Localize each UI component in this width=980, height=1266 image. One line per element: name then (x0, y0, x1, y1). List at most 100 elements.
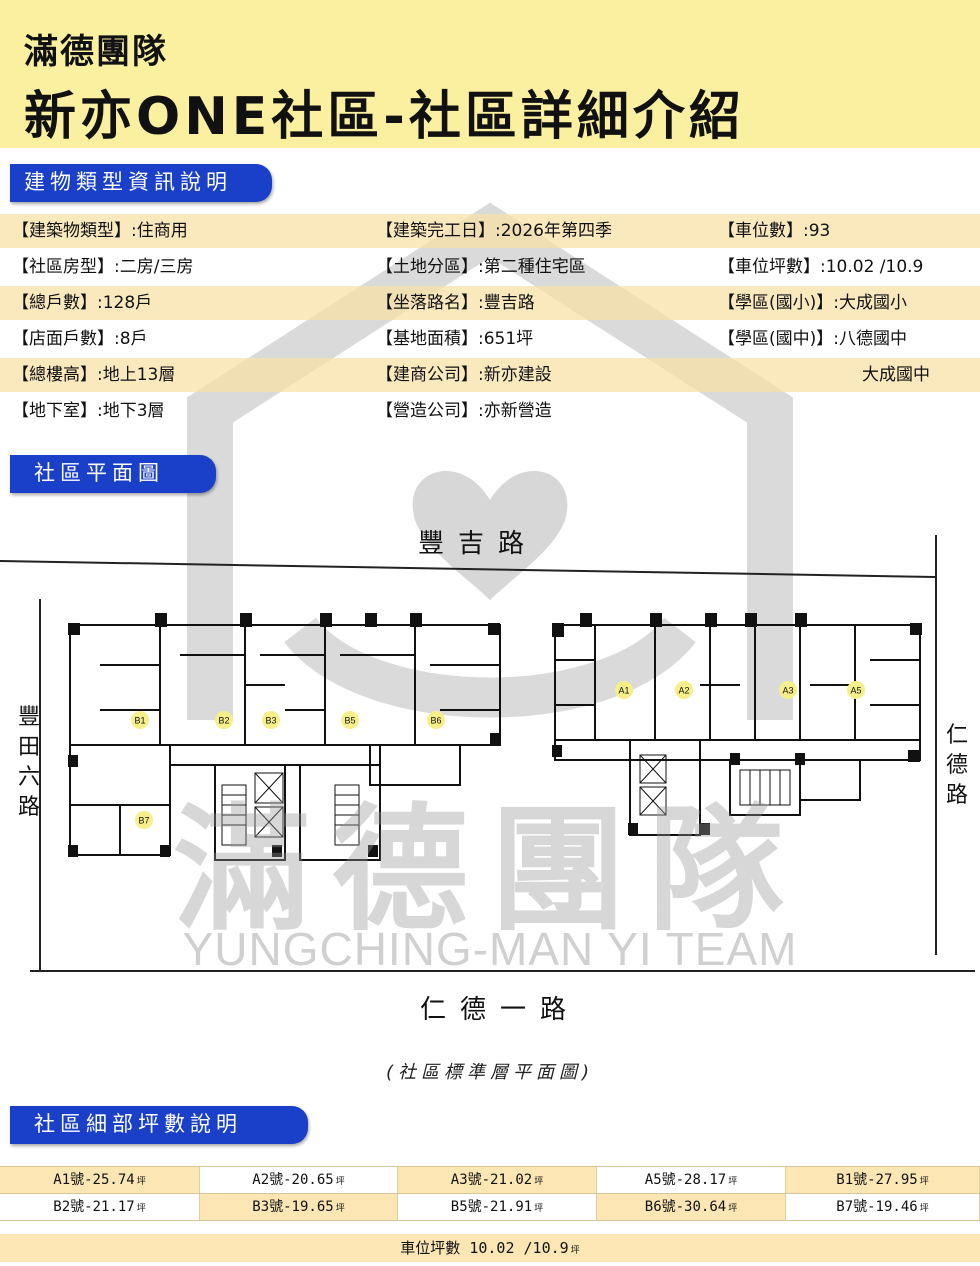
unit-size-unit: 坪 (534, 1177, 544, 1187)
unit-marker (847, 681, 865, 699)
table-border-bottom (0, 1220, 980, 1221)
watermark-english-text: YUNGCHING-MAN YI TEAM (182, 923, 798, 975)
unit-label: A2 (678, 686, 689, 696)
unit-size-text: B3號-19.65 (252, 1199, 334, 1215)
unit-marker (135, 811, 153, 829)
road-label-top: 豐吉路 (418, 529, 539, 559)
road-label-bottom: 仁德一路 (420, 995, 581, 1025)
info-cell-c3: 【學區(國中)】:八德國中 (718, 329, 907, 349)
section-building-info-badge: 建物類型資訊說明 (10, 164, 272, 202)
floor-plan-caption: (社區標準層平面圖) (385, 1062, 595, 1083)
info-cell-c1: 【建築物類型】:住商用 (12, 221, 188, 241)
road-label-right: 仁德路 (944, 721, 970, 811)
info-cell-c3: 【車位坪數】:10.02 /10.9 (718, 257, 924, 277)
unit-size-unit: 坪 (335, 1204, 345, 1214)
columns-right (552, 613, 922, 835)
unit-size-text: B1號-27.95 (836, 1172, 918, 1188)
unit-size-text: B5號-21.91 (450, 1199, 533, 1215)
section-floor-plan-badge: 社區平面圖 (10, 455, 216, 493)
road-char: 路 (17, 795, 40, 820)
road-char: 六 (17, 765, 40, 790)
road-line-top (0, 560, 936, 578)
unit-size-unit: 坪 (728, 1177, 738, 1187)
unit-size-unit: 坪 (534, 1204, 544, 1214)
unit-label: B3 (265, 716, 276, 726)
info-cell-c3: 【車位數】:93 (718, 221, 831, 241)
unit-size-unit: 坪 (919, 1204, 929, 1214)
info-cell-c2: 【營造公司】:亦新營造 (376, 401, 552, 421)
unit-size-unit: 坪 (728, 1204, 738, 1214)
road-char: 德 (945, 753, 968, 778)
road-char: 路 (945, 783, 968, 808)
info-row: 【建築物類型】:住商用 【建築完工日】:2026年第四季 【車位數】:93 (0, 214, 980, 248)
unit-marker (675, 681, 693, 699)
info-cell-c1: 【總樓高】:地上13層 (12, 365, 176, 385)
unit-marker (262, 711, 280, 729)
info-cell-c1: 【店面戶數】:8戶 (12, 329, 148, 349)
unit-label: B2 (218, 716, 229, 726)
unit-label: B1 (134, 716, 145, 726)
table-border-top (0, 1166, 980, 1167)
info-row: 【店面戶數】:8戶 【基地面積】:651坪 【學區(國中)】:八德國中 (0, 322, 980, 356)
table-border-mid (0, 1193, 980, 1194)
unit-marker (341, 711, 359, 729)
info-cell-c3: 大成國中 (862, 365, 930, 385)
unit-size-text: B2號-21.17 (53, 1199, 135, 1215)
info-cell-c1: 【社區房型】:二房/三房 (12, 257, 194, 277)
info-cell-c2: 【建築完工日】:2026年第四季 (376, 221, 612, 241)
brand-name: 滿德團隊 (24, 32, 168, 72)
info-cell-c1: 【地下室】:地下3層 (12, 401, 165, 421)
info-cell-c2: 【坐落路名】:豐吉路 (376, 293, 535, 313)
building-left (69, 624, 501, 861)
info-row: 【地下室】:地下3層 【營造公司】:亦新營造 (0, 394, 980, 428)
watermark-chinese-text: 滿德團隊 (174, 790, 806, 950)
road-char: 仁 (945, 723, 968, 748)
road-char: 田 (17, 735, 40, 760)
unit-label: A1 (618, 686, 629, 696)
unit-marker (615, 681, 633, 699)
section-unit-sizes-badge: 社區細部坪數說明 (10, 1106, 308, 1144)
unit-size-text: B7號-19.46 (836, 1199, 918, 1215)
stair-core-left (221, 772, 360, 846)
unit-size-text: A1號-25.74 (53, 1172, 135, 1188)
unit-marker (131, 711, 149, 729)
info-cell-c2: 【建商公司】:新亦建設 (376, 365, 552, 385)
floor-plan: 豐吉路 仁德一路 豐田六路 仁德路 (0, 515, 980, 1035)
unit-label: B5 (344, 716, 355, 726)
road-label-left: 豐田六路 (16, 703, 42, 823)
road-char: 豐 (17, 705, 40, 730)
info-row: 【社區房型】:二房/三房 【土地分區】:第二種住宅區 【車位坪數】:10.02 /1… (0, 250, 980, 284)
info-cell-c2: 【基地面積】:651坪 (376, 329, 534, 349)
unit-size-text: A5號-28.17 (644, 1172, 727, 1188)
unit-marker (215, 711, 233, 729)
page-header: 滿德團隊 新亦ONE社區-社區詳細介紹 (0, 0, 980, 148)
columns-left (68, 613, 500, 857)
unit-label: B6 (430, 716, 441, 726)
stair-core-right (639, 754, 791, 816)
info-row: 【總樓高】:地上13層 【建商公司】:新亦建設 大成國中 (0, 358, 980, 392)
info-cell-c1: 【總戶數】:128戶 (12, 293, 153, 313)
unit-label: B7 (138, 816, 149, 826)
unit-size-text: B6號-30.64 (644, 1199, 727, 1215)
parking-unit: 坪 (570, 1246, 580, 1256)
unit-label: A3 (782, 686, 793, 696)
unit-marker (779, 681, 797, 699)
unit-size-text: A3號-21.02 (450, 1172, 533, 1188)
info-cell-c2: 【土地分區】:第二種住宅區 (376, 257, 586, 277)
unit-marker (427, 711, 445, 729)
